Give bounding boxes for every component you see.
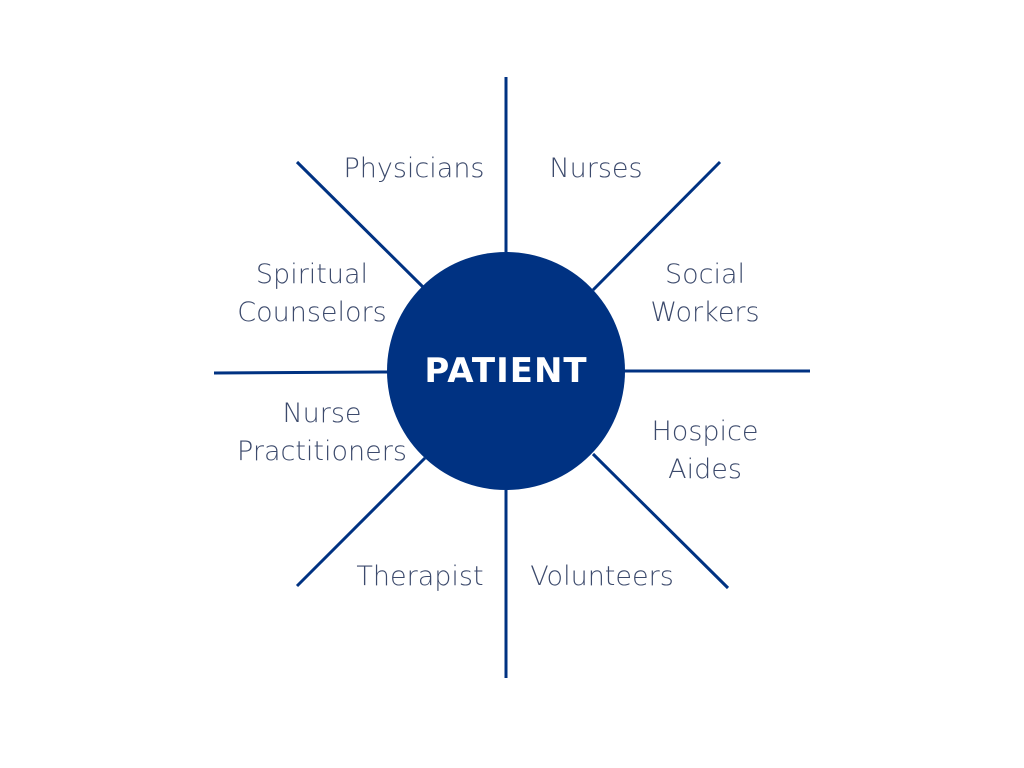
spoke-left [213,370,389,375]
label-text: Aides [668,454,742,485]
label-text: Nurses [549,153,643,184]
label-text: Counselors [237,297,387,328]
label-text: Hospice [651,416,759,447]
label-nurses: Nurses [526,150,666,188]
label-text: Nurse [282,398,362,429]
spoke-upper-left [295,160,426,290]
label-text: Workers [650,297,760,328]
label-text: Therapist [356,561,484,592]
spoke-lower-left [295,456,427,588]
label-text: Volunteers [530,561,674,592]
label-physicians: Physicians [334,150,494,188]
label-therapist: Therapist [345,558,495,596]
label-text: Spiritual [255,259,369,290]
spoke-upper-right [591,160,722,292]
label-volunteers: Volunteers [517,558,687,596]
patient-circle: PATIENT [387,252,625,490]
label-text: Social [664,259,746,290]
label-text: Physicians [343,153,485,184]
label-text: Practitioners [237,436,407,467]
patient-label: PATIENT [424,351,588,391]
spoke-lower-right [591,452,730,590]
